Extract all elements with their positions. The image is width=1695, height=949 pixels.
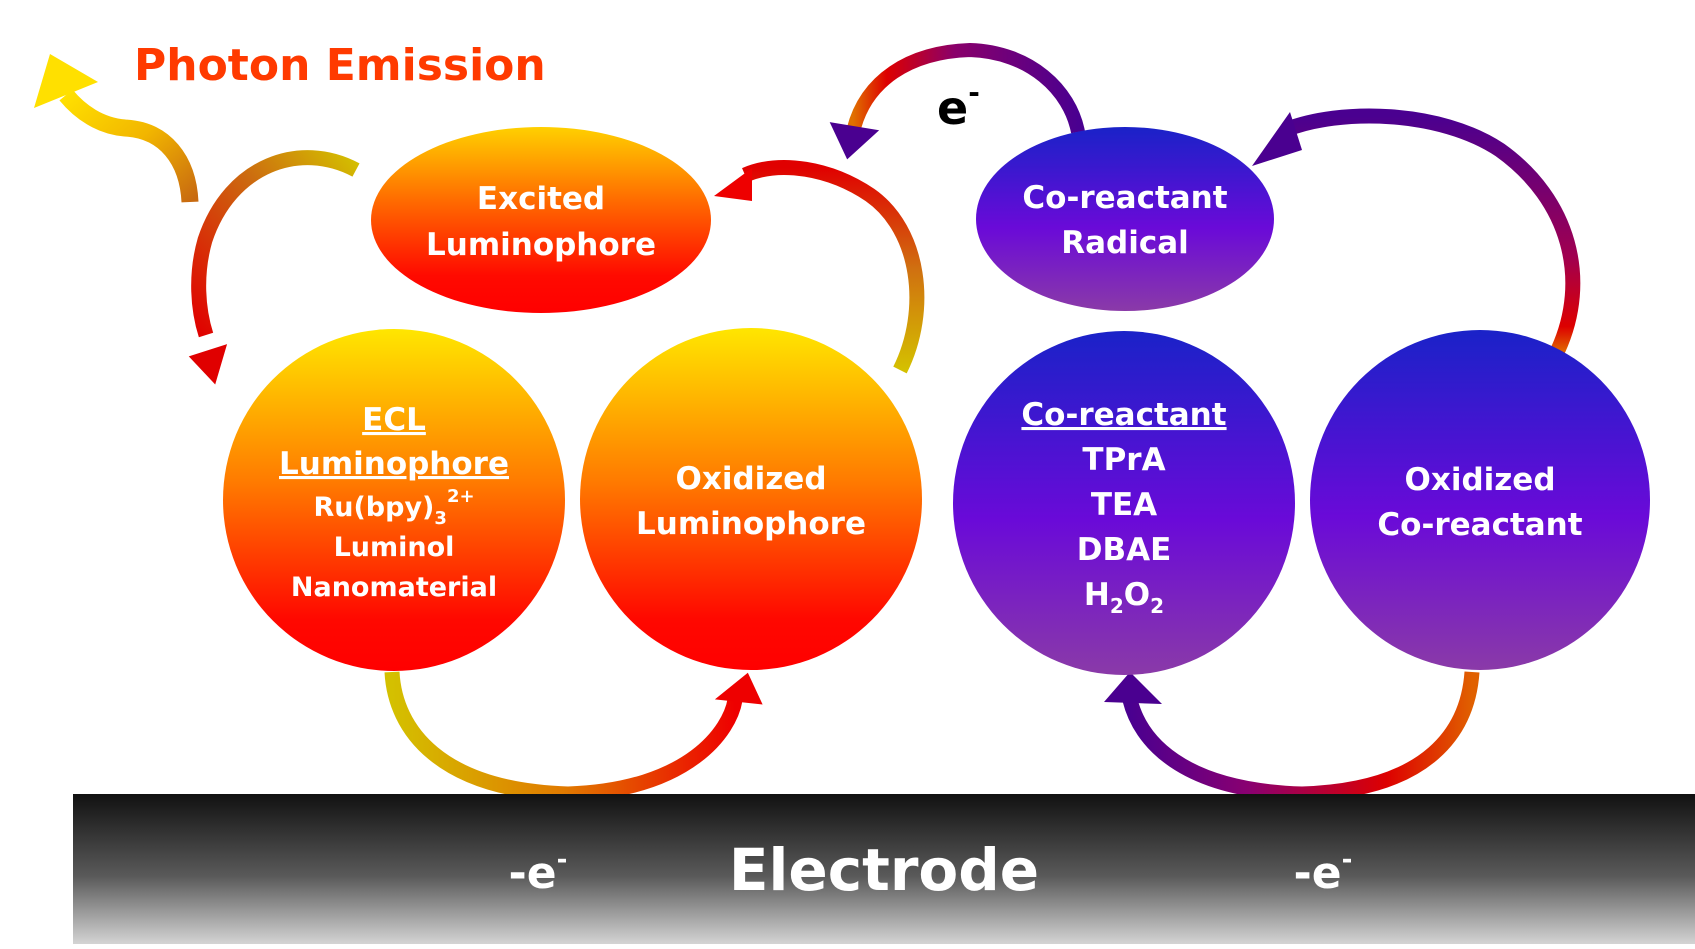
- h2o2-h: H: [1084, 577, 1110, 613]
- node-oxidized-coreactant: Oxidized Co-reactant: [1310, 330, 1650, 670]
- dbae-example: DBAE: [1077, 532, 1172, 568]
- h2o2-o: O: [1124, 577, 1150, 613]
- ru-bpy-subscript: 3: [434, 508, 447, 529]
- right-oxidation-text: -e: [1294, 848, 1342, 899]
- ecl-heading: ECL: [362, 402, 426, 438]
- electron-e: e: [937, 81, 968, 135]
- node-oxidized-luminophore: Oxidized Luminophore: [580, 328, 922, 670]
- tpra-example: TPrA: [1082, 442, 1165, 478]
- node-coreactant: Co-reactant TPrA TEA DBAE H2O2: [953, 331, 1295, 675]
- coreactant-heading: Co-reactant: [1021, 397, 1226, 433]
- left-oxidation-charge: -: [557, 845, 568, 875]
- luminol-example: Luminol: [334, 532, 455, 563]
- h2o2-sub1: 2: [1110, 594, 1124, 618]
- electron-transfer-arrow: [829, 42, 1085, 160]
- ru-bpy-superscript: 2+: [447, 486, 475, 507]
- oxidized-luminophore-line2: Luminophore: [636, 506, 866, 542]
- coreactant-radical-line1: Co-reactant: [1022, 180, 1227, 216]
- electrode: Electrode -e- -e-: [73, 794, 1695, 944]
- electrode-bar: [73, 794, 1695, 944]
- luminophore-heading: Luminophore: [279, 446, 509, 482]
- arrow-coreactant-oxidation: [1104, 671, 1480, 802]
- node-excited-luminophore: Excited Luminophore: [371, 127, 711, 313]
- arrow-excited-to-ecl: [188, 150, 360, 385]
- coreactant-radical-line2: Radical: [1061, 225, 1189, 261]
- left-oxidation-text: -e: [509, 848, 557, 899]
- h2o2-example: H2O2: [1084, 577, 1164, 618]
- oxidized-coreactant-line1: Oxidized: [1404, 462, 1555, 498]
- arrow-ecl-oxidation: [384, 671, 763, 802]
- electron-charge: -: [968, 76, 980, 109]
- ru-bpy-example: Ru(bpy)32+: [313, 486, 474, 529]
- excited-luminophore-line1: Excited: [477, 181, 605, 217]
- node-ecl-luminophore: ECL Luminophore Ru(bpy)32+ Luminol Nanom…: [223, 329, 565, 671]
- h2o2-sub2: 2: [1150, 594, 1164, 618]
- ru-bpy-base: Ru(bpy): [313, 492, 434, 523]
- nanomaterial-example: Nanomaterial: [291, 572, 497, 603]
- tea-example: TEA: [1091, 487, 1157, 523]
- arrow-oxidized-coreactant-to-radical: [1252, 108, 1581, 354]
- node-coreactant-radical: Co-reactant Radical: [976, 127, 1274, 311]
- right-oxidation-label: -e-: [1294, 845, 1353, 899]
- electrode-label: Electrode: [729, 836, 1039, 904]
- photon-emission-title: Photon Emission: [134, 40, 546, 91]
- electron-label: e-: [937, 76, 980, 135]
- excited-luminophore-line2: Luminophore: [426, 227, 656, 263]
- oxidized-luminophore-line1: Oxidized: [675, 461, 826, 497]
- oxidized-coreactant-line2: Co-reactant: [1377, 507, 1582, 543]
- left-oxidation-label: -e-: [509, 845, 568, 899]
- right-oxidation-charge: -: [1342, 845, 1353, 875]
- arrow-oxidized-to-excited: [714, 160, 925, 374]
- photon-emission-arrow: [34, 54, 199, 203]
